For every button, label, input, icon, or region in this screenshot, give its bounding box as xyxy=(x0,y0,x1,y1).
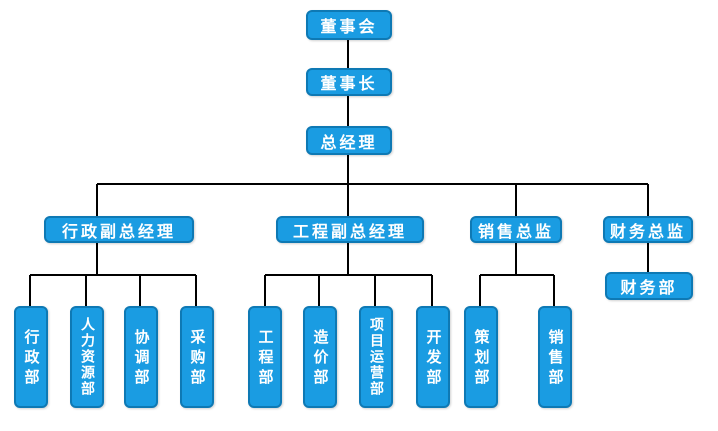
node-dept-finance: 财务部 xyxy=(605,272,693,300)
node-dept-costing: 造价部 xyxy=(303,306,337,408)
node-general-manager: 总经理 xyxy=(306,126,392,155)
node-dept-purchasing: 采购部 xyxy=(180,306,214,408)
node-dept-engineering: 工程部 xyxy=(248,306,282,408)
node-board: 董事会 xyxy=(306,10,392,40)
node-dept-planning: 策划部 xyxy=(464,306,498,408)
node-dept-admin: 行政部 xyxy=(14,306,48,408)
node-sales-director: 销售总监 xyxy=(470,216,562,243)
node-finance-director: 财务总监 xyxy=(603,216,693,243)
node-dept-project-operations: 项目运营部 xyxy=(359,306,393,408)
node-dept-development: 开发部 xyxy=(416,306,450,408)
node-dept-hr: 人力资源部 xyxy=(70,306,104,408)
node-vp-engineering: 工程副总经理 xyxy=(276,216,424,243)
node-dept-coordination: 协调部 xyxy=(124,306,158,408)
node-dept-sales: 销售部 xyxy=(538,306,572,408)
node-chairman: 董事长 xyxy=(306,68,392,96)
node-vp-admin: 行政副总经理 xyxy=(44,216,194,243)
